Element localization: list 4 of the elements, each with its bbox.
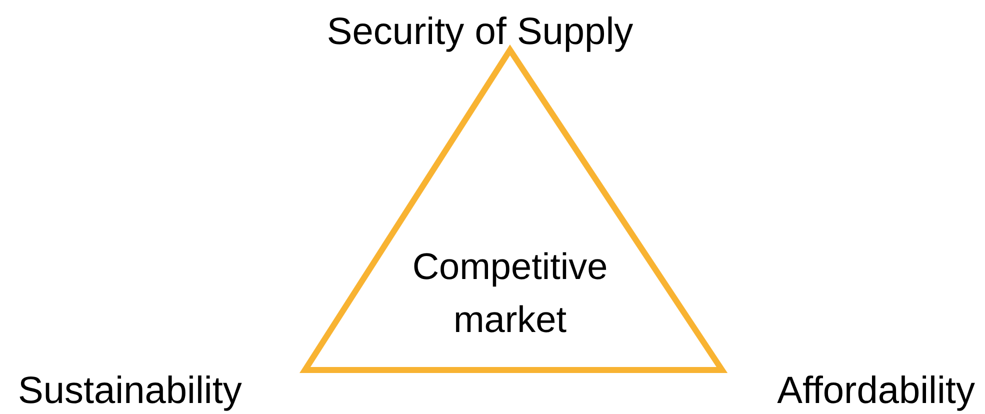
vertex-label: Security of Supply — [326, 11, 634, 53]
center-label: Competitive market — [411, 245, 609, 342]
vertex-label: Affordability — [777, 370, 975, 412]
vertex-label: Sustainability — [18, 370, 242, 412]
